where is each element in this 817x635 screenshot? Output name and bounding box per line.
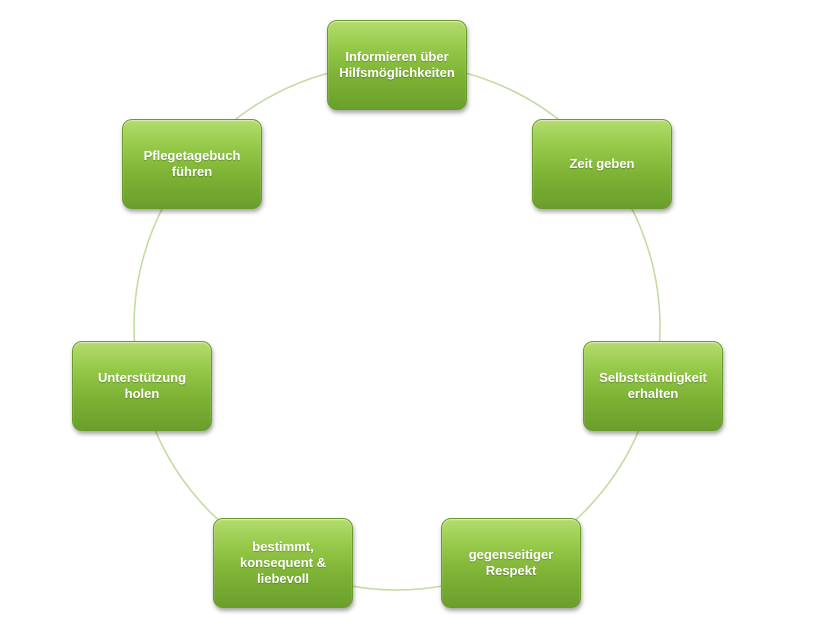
node-informieren: Informieren über Hilfsmöglichkeiten bbox=[327, 20, 467, 110]
node-label: gegenseitiger Respekt bbox=[468, 547, 554, 578]
node-label: Selbstständigkeit erhalten bbox=[599, 370, 707, 401]
node-label: bestimmt, konsequent & liebevoll bbox=[240, 539, 326, 586]
node-label: Pflegetagebuch führen bbox=[143, 148, 241, 179]
node-pflegetagebuch: Pflegetagebuch führen bbox=[122, 119, 262, 209]
node-label: Zeit geben bbox=[569, 156, 635, 171]
node-zeit-geben: Zeit geben bbox=[532, 119, 672, 209]
node-bestimmt: bestimmt, konsequent & liebevoll bbox=[213, 518, 353, 608]
node-selbststaendigkeit: Selbstständigkeit erhalten bbox=[583, 341, 723, 431]
node-respekt: gegenseitiger Respekt bbox=[441, 518, 581, 608]
node-label: Informieren über Hilfsmöglichkeiten bbox=[339, 49, 455, 80]
node-unterstuetzung: Unterstützung holen bbox=[72, 341, 212, 431]
node-label: Unterstützung holen bbox=[97, 370, 187, 401]
